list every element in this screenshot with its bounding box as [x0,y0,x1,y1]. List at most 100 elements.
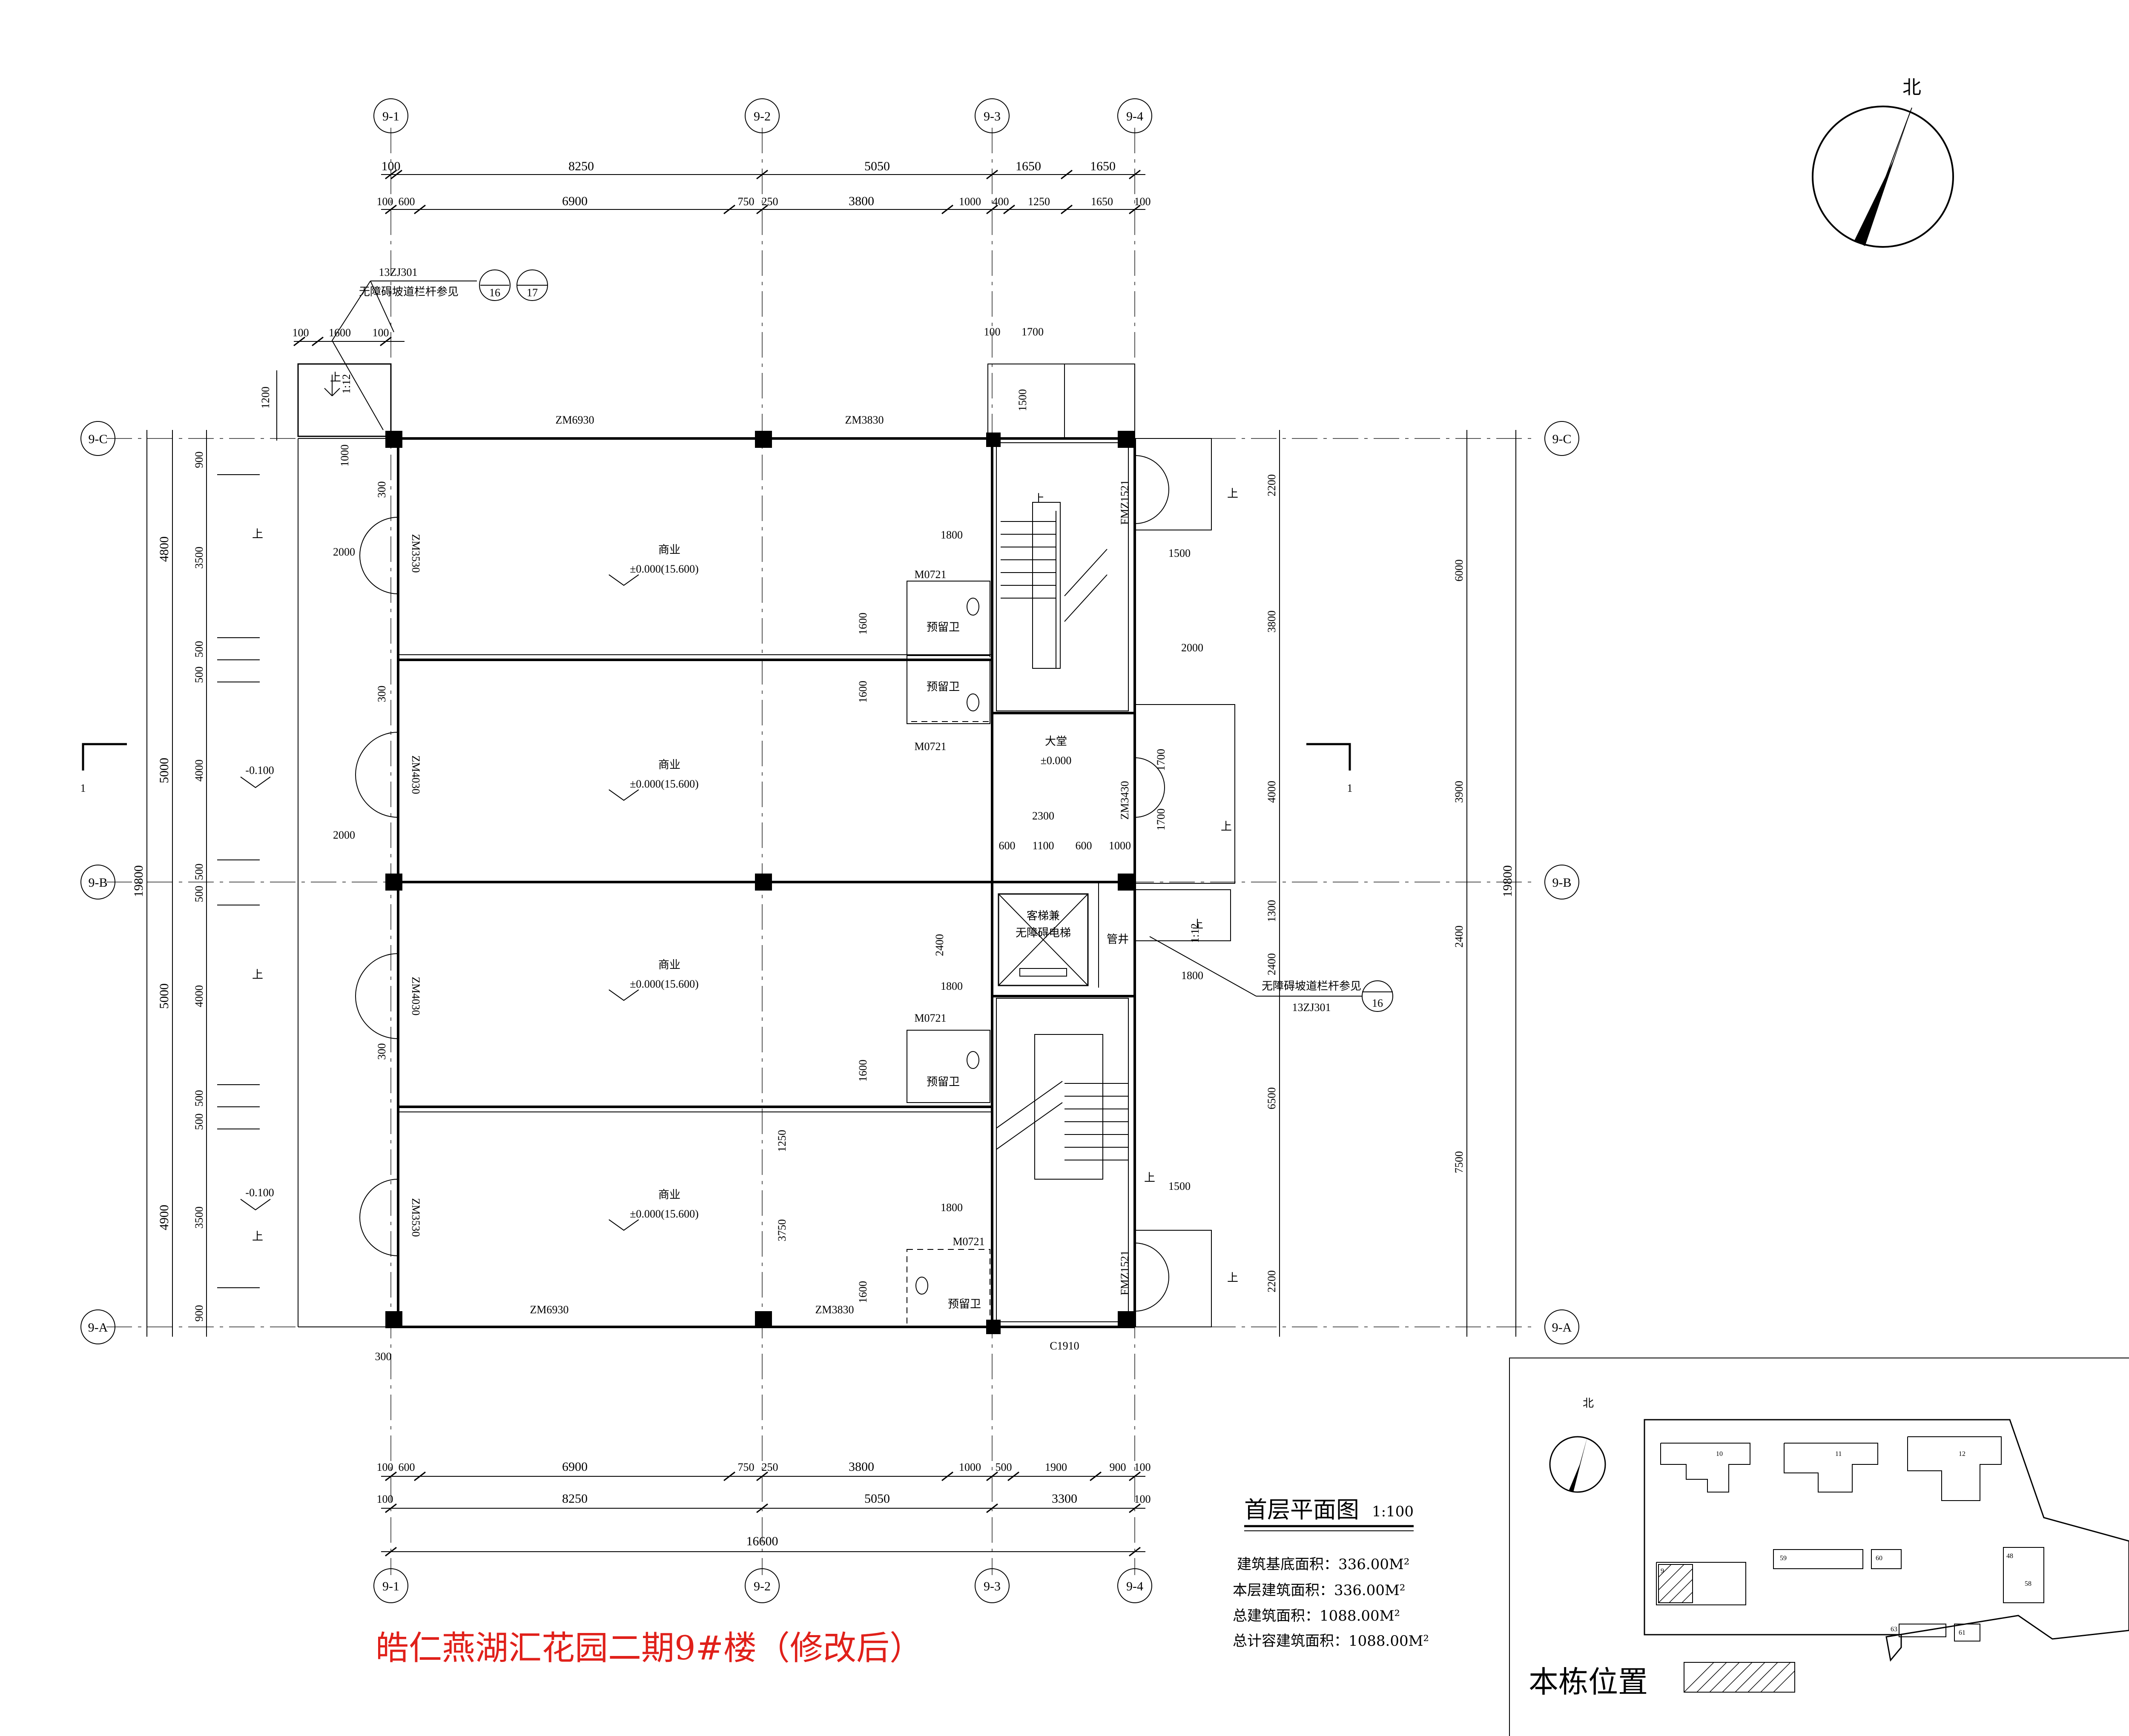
column [755,431,772,448]
stat-total-area: 总建筑面积：1088.00M² [1233,1607,1400,1624]
door-zm4030-lower: ZM4030 [410,977,422,1016]
left-inner-4: 500 [193,667,205,683]
left-inner-10: 500 [193,1114,205,1130]
dim-bottom2-5: 100 [1134,1493,1151,1505]
section-1-right: 1 [1347,782,1353,794]
section-1-left: 1 [80,782,86,794]
left-inner-6: 500 [193,864,205,880]
dim-300-d: 300 [375,1350,392,1363]
dim-bottom2-3: 5050 [864,1492,890,1506]
right-outer-4: 7500 [1453,1151,1465,1173]
ramp-detail-16-top: 16 [489,286,500,299]
dim-top-3: 5050 [864,159,890,173]
room-shop-1-name: 商业 [658,544,680,556]
site-bldg-12: 12 [1959,1450,1965,1458]
up-1: 上 [252,528,263,540]
door-m0721-4: M0721 [953,1235,984,1248]
dim-100-core: 100 [984,326,1001,338]
dim-top-2: 8250 [568,159,594,173]
ramp-ref-right: 13ZJ301 [1292,1001,1331,1014]
left-inner-12: 900 [193,1305,205,1322]
plan-scale: 1:100 [1372,1503,1414,1520]
dim-300-a: 300 [376,481,388,498]
up-5: 上 [1221,820,1232,833]
axis-9-c-right: 9-C [1552,432,1572,446]
dim-1000-a: 1000 [1109,839,1131,852]
door-m0721-1: M0721 [914,568,946,581]
ramp-top-left: 100 1600 100 上 1:12 1200 [259,327,405,441]
site-north-label: 北 [1583,1397,1594,1409]
ramp-dim-100b: 100 [373,327,389,339]
ramp-detail-16-right: 16 [1372,997,1383,1009]
ramp-dim-1200: 1200 [259,387,272,409]
right-dimensions: 2200 3800 4000 1300 2400 6500 2200 6000 … [1265,430,1516,1337]
ramp-dim-1600: 1600 [329,327,351,339]
right-outer-2: 3900 [1453,781,1465,803]
door-fm-top: FMZ1521 [1119,480,1131,524]
dim-top2-5: 250 [762,195,778,208]
left-outer-4: 4900 [157,1205,171,1230]
level-minus-a: -0.100 [245,764,274,776]
site-bldg-60: 60 [1876,1555,1882,1562]
left-inner-11: 3500 [193,1206,205,1229]
dim-bottom1-10: 900 [1110,1461,1126,1473]
up-7: 上 [1144,1172,1155,1184]
site-plan-inset: 北 10 11 12 58 59 60 61 63 9 48 本栋位置 [1509,1358,2129,1736]
dim-bottom1-6: 3800 [849,1460,874,1474]
toilet-label-4: 预留卫 [948,1298,981,1311]
lobby-name: 大堂 [1045,735,1067,748]
axis-9-4-bottom: 9-4 [1126,1579,1143,1593]
toilet-label-1: 预留卫 [927,681,960,693]
site-bldg-48: 48 [2006,1553,2013,1560]
dim-bottom1-1: 100 [377,1461,393,1473]
dim-top2-9: 1250 [1028,195,1050,208]
door-zm6930-top: ZM6930 [556,414,594,426]
axis-9-b-left: 9-B [89,876,108,890]
room-shop-2-level: ±0.000(15.600) [630,778,699,790]
dim-1500-c: 1500 [1016,389,1029,411]
door-zm3430: ZM3430 [1119,781,1131,820]
axis-9-c-left: 9-C [89,432,108,446]
axis-9-3-top: 9-3 [984,109,1001,123]
title-block: 皓仁燕湖汇花园二期9#楼（修改后） 首层平面图 1:100 建筑基底面积：336… [376,1496,1429,1667]
up-9: 上 [1192,918,1203,931]
dim-bottom1-3: 6900 [562,1460,588,1474]
left-dimensions: 19800 4800 5000 5000 4900 900 3500 500 5… [132,430,260,1337]
left-outer-1: 4800 [157,536,171,562]
column [1118,1311,1135,1328]
axis-9-4-top: 9-4 [1126,109,1143,123]
dim-1800-b: 1800 [941,980,963,992]
section-mark-left: 1 [80,743,127,794]
dim-1700-a: 1700 [1155,749,1167,771]
grid-bubbles: 9-1 9-2 9-3 9-4 9-1 9-2 9-3 9-4 9-C 9-B … [80,98,1579,1603]
shaft-label: 管井 [1107,933,1129,946]
door-fm-bottom: FMZ1521 [1119,1250,1131,1295]
dim-bottom-total: 16600 [746,1534,778,1548]
right-inner-3: 4000 [1265,781,1278,803]
dim-bottom2-4: 3300 [1052,1492,1077,1506]
left-inner-1: 900 [193,452,205,468]
bottom-dimensions: 100 600 6900 750 250 3800 1000 500 1900 … [377,1460,1151,1557]
left-inner-7: 500 [193,886,205,902]
site-bldg-63: 63 [1891,1626,1897,1633]
dim-600-a: 600 [999,839,1016,852]
column [385,874,402,891]
axis-9-3-bottom: 9-3 [984,1579,1001,1593]
dim-bottom1-9: 1900 [1045,1461,1067,1473]
door-zm3830-bottom: ZM3830 [815,1303,854,1316]
dim-bottom2-2: 8250 [562,1492,588,1506]
room-shop-4-level: ±0.000(15.600) [630,1208,699,1220]
dim-top2-3: 6900 [562,194,588,208]
right-total: 19800 [1501,865,1515,897]
door-zm3830-top: ZM3830 [845,414,884,426]
right-inner-4: 1300 [1265,900,1278,922]
door-zm3530-top: ZM3530 [410,534,422,573]
north-arrow: 北 [1812,77,1954,248]
dim-1800-d: 1800 [1181,969,1203,982]
ramp-dim-100: 100 [293,327,309,339]
dim-top2-6: 3800 [849,194,874,208]
dim-bottom1-5: 250 [762,1461,778,1473]
right-inner-7: 2200 [1265,1270,1278,1292]
toilet-label-2: 预留卫 [927,621,960,634]
